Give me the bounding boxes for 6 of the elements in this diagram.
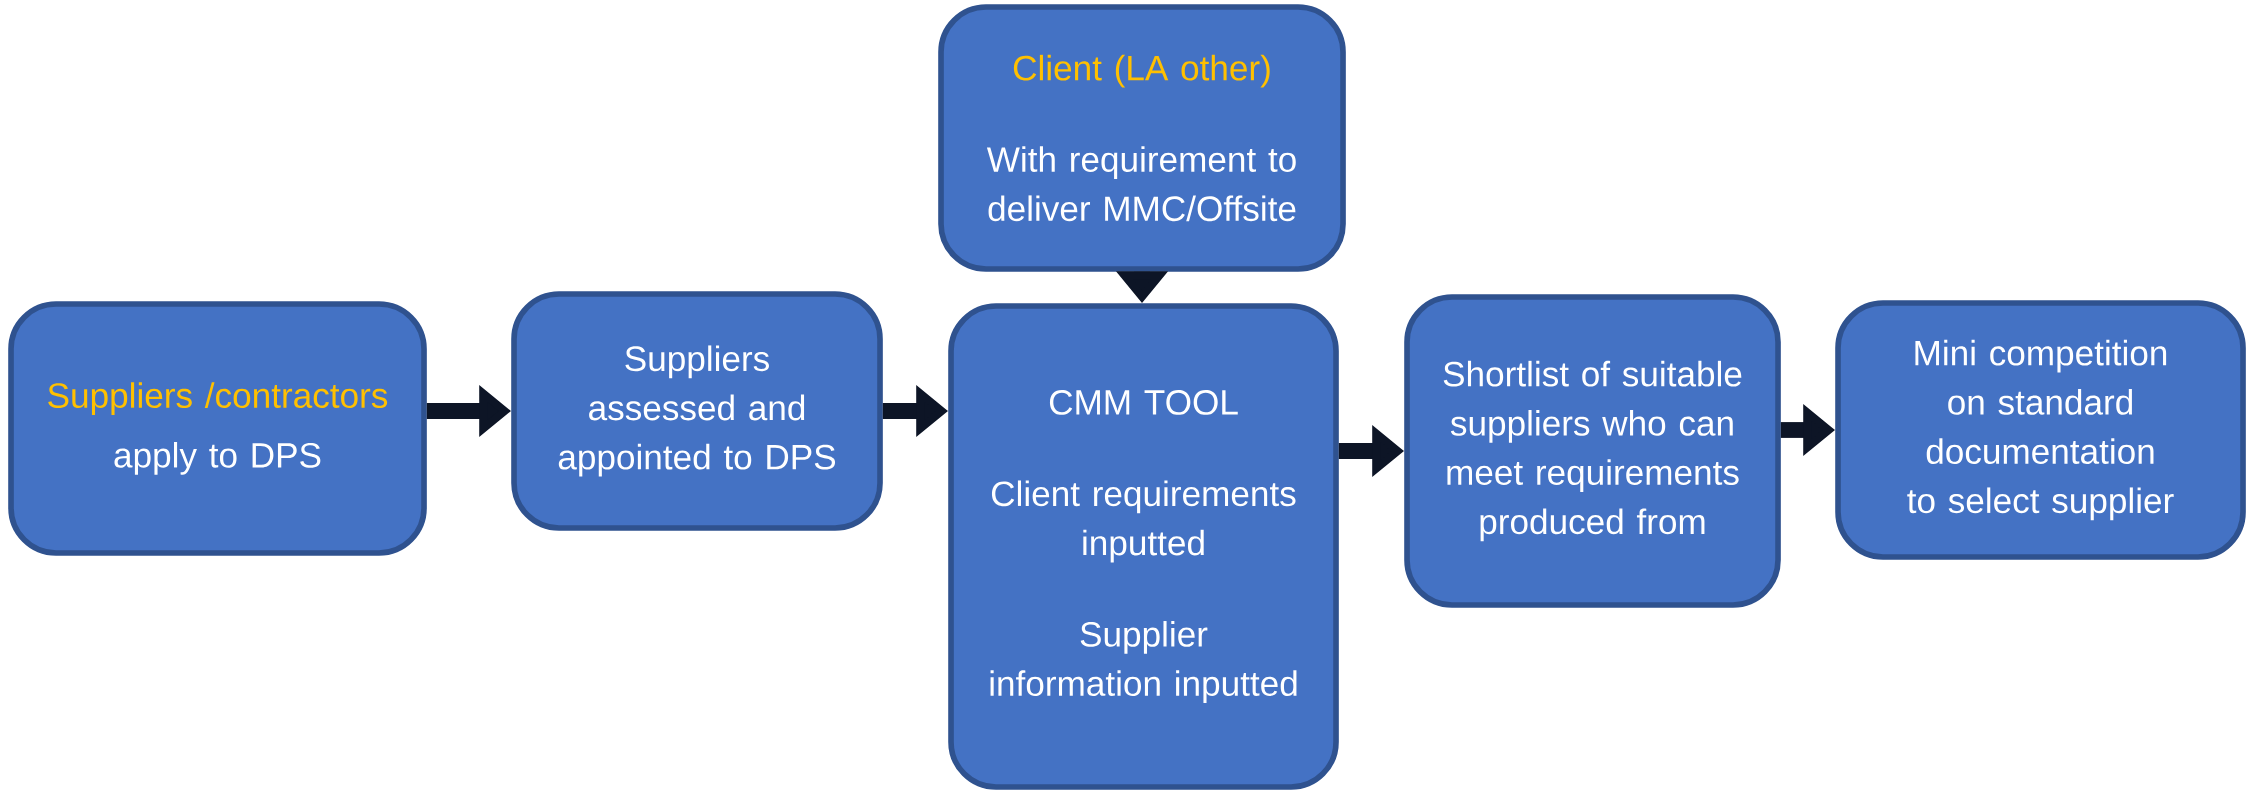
process-box: Client (LA other) With requirement to deliver MMC/Offsite: [938, 4, 1346, 272]
process-box: Suppliers /contractors apply to DPS: [8, 301, 427, 556]
process-box: CMM TOOL Client requirements inputted Supplier information inputted: [948, 303, 1339, 790]
process-box: Mini competition on standard documentation to select supplier: [1835, 300, 2246, 560]
process-box: Shortlist of suitable suppliers who can meet requirements produced from: [1404, 294, 1781, 608]
process-box: Suppliers assessed and appointed to DPS: [511, 291, 883, 531]
